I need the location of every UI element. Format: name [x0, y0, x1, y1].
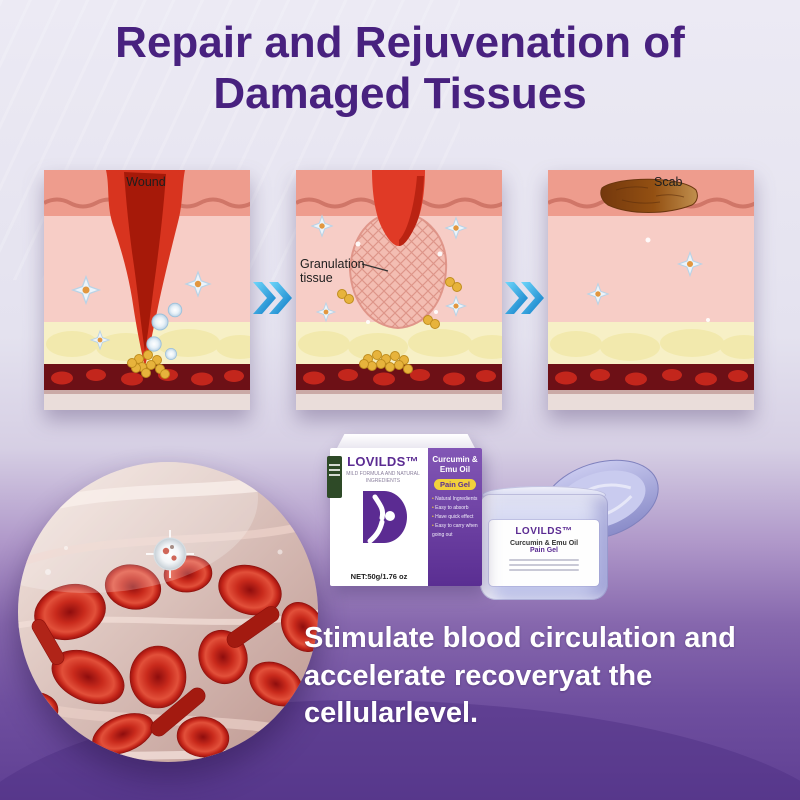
box-front: LOVILDS™ MILD FORMULA AND NATURAL INGRED… — [330, 448, 482, 586]
micro-dots — [355, 241, 443, 324]
title-line-2: Damaged Tissues — [213, 68, 587, 118]
label-pointer-line — [361, 263, 389, 272]
wound-label: Wound — [126, 175, 165, 189]
white-particle — [146, 530, 194, 578]
product-jar: LOVILDS™ Curcumin & Emu Oil Pain Gel — [480, 459, 665, 604]
page-title: Repair and Rejuvenation of Damaged Tissu… — [0, 18, 800, 119]
box-feature: Easy to carry when going out — [432, 522, 480, 540]
jar-label: LOVILDS™ Curcumin & Emu Oil Pain Gel — [489, 520, 599, 586]
granulation-label-line2: tissue — [300, 271, 333, 285]
diagram-stage-granulation: Granulation tissue — [296, 170, 502, 410]
scab-label: Scab — [654, 175, 683, 189]
blood-cells-photo — [18, 462, 318, 762]
light-glare — [18, 462, 258, 593]
micro-dots — [645, 237, 710, 322]
product-box: LOVILDS™ MILD FORMULA AND NATURAL INGRED… — [327, 434, 482, 586]
net-weight: NET:50g/1.76 oz — [350, 572, 408, 581]
diagram-stage-scab: Scab — [548, 170, 754, 410]
wound-core — [124, 172, 166, 352]
knee-joint-logo — [363, 490, 407, 543]
box-flap — [336, 434, 476, 450]
wound-tongue-shade — [399, 176, 424, 246]
box-product-name: Curcumin & Emu Oil — [432, 455, 478, 474]
arrow-right-icon — [505, 282, 544, 314]
mesh-texture — [350, 212, 447, 328]
arrow-right-icon — [253, 282, 292, 314]
box-feature: Natural Ingredients — [432, 495, 480, 504]
scab-texture — [615, 186, 685, 204]
box-feature: Easy to absorb — [432, 504, 480, 513]
box-side-tag — [327, 456, 342, 498]
box-feature-list: Natural Ingredients Easy to absorb Have … — [430, 495, 480, 540]
jar-fine-print — [509, 559, 579, 571]
jar-brand: LOVILDS™ — [515, 526, 573, 537]
leukocyte-icon — [146, 336, 162, 352]
jar-product-name: Curcumin & Emu Oil — [509, 540, 579, 547]
granulation-label-line1: Granulation — [300, 257, 365, 271]
box-brand: LOVILDS™ — [347, 454, 419, 469]
leukocyte-icon — [165, 348, 177, 360]
diagram-stage-wound: Wound — [44, 170, 250, 410]
leukocyte-icon — [151, 313, 169, 331]
caption-line-2: accelerate recoveryat the — [304, 659, 653, 692]
box-front-left: LOVILDS™ MILD FORMULA AND NATURAL INGRED… — [330, 448, 428, 586]
caption-text: Stimulate blood circulation and accelera… — [304, 620, 736, 733]
box-product-type-pill: Pain Gel — [433, 479, 476, 490]
box-formula-text: MILD FORMULA AND NATURAL INGREDIENTS — [346, 471, 420, 484]
title-line-1: Repair and Rejuvenation of — [115, 18, 685, 67]
caption-line-3: cellularlevel. — [304, 697, 479, 730]
jar-product-type: Pain Gel — [529, 547, 558, 554]
leukocyte-icon — [167, 302, 183, 318]
box-front-right: Curcumin & Emu Oil Pain Gel Natural Ingr… — [428, 448, 482, 586]
scab-shape — [600, 178, 698, 213]
box-feature: Have quick effect — [432, 513, 480, 522]
caption-line-1: Stimulate blood circulation and — [304, 622, 736, 654]
